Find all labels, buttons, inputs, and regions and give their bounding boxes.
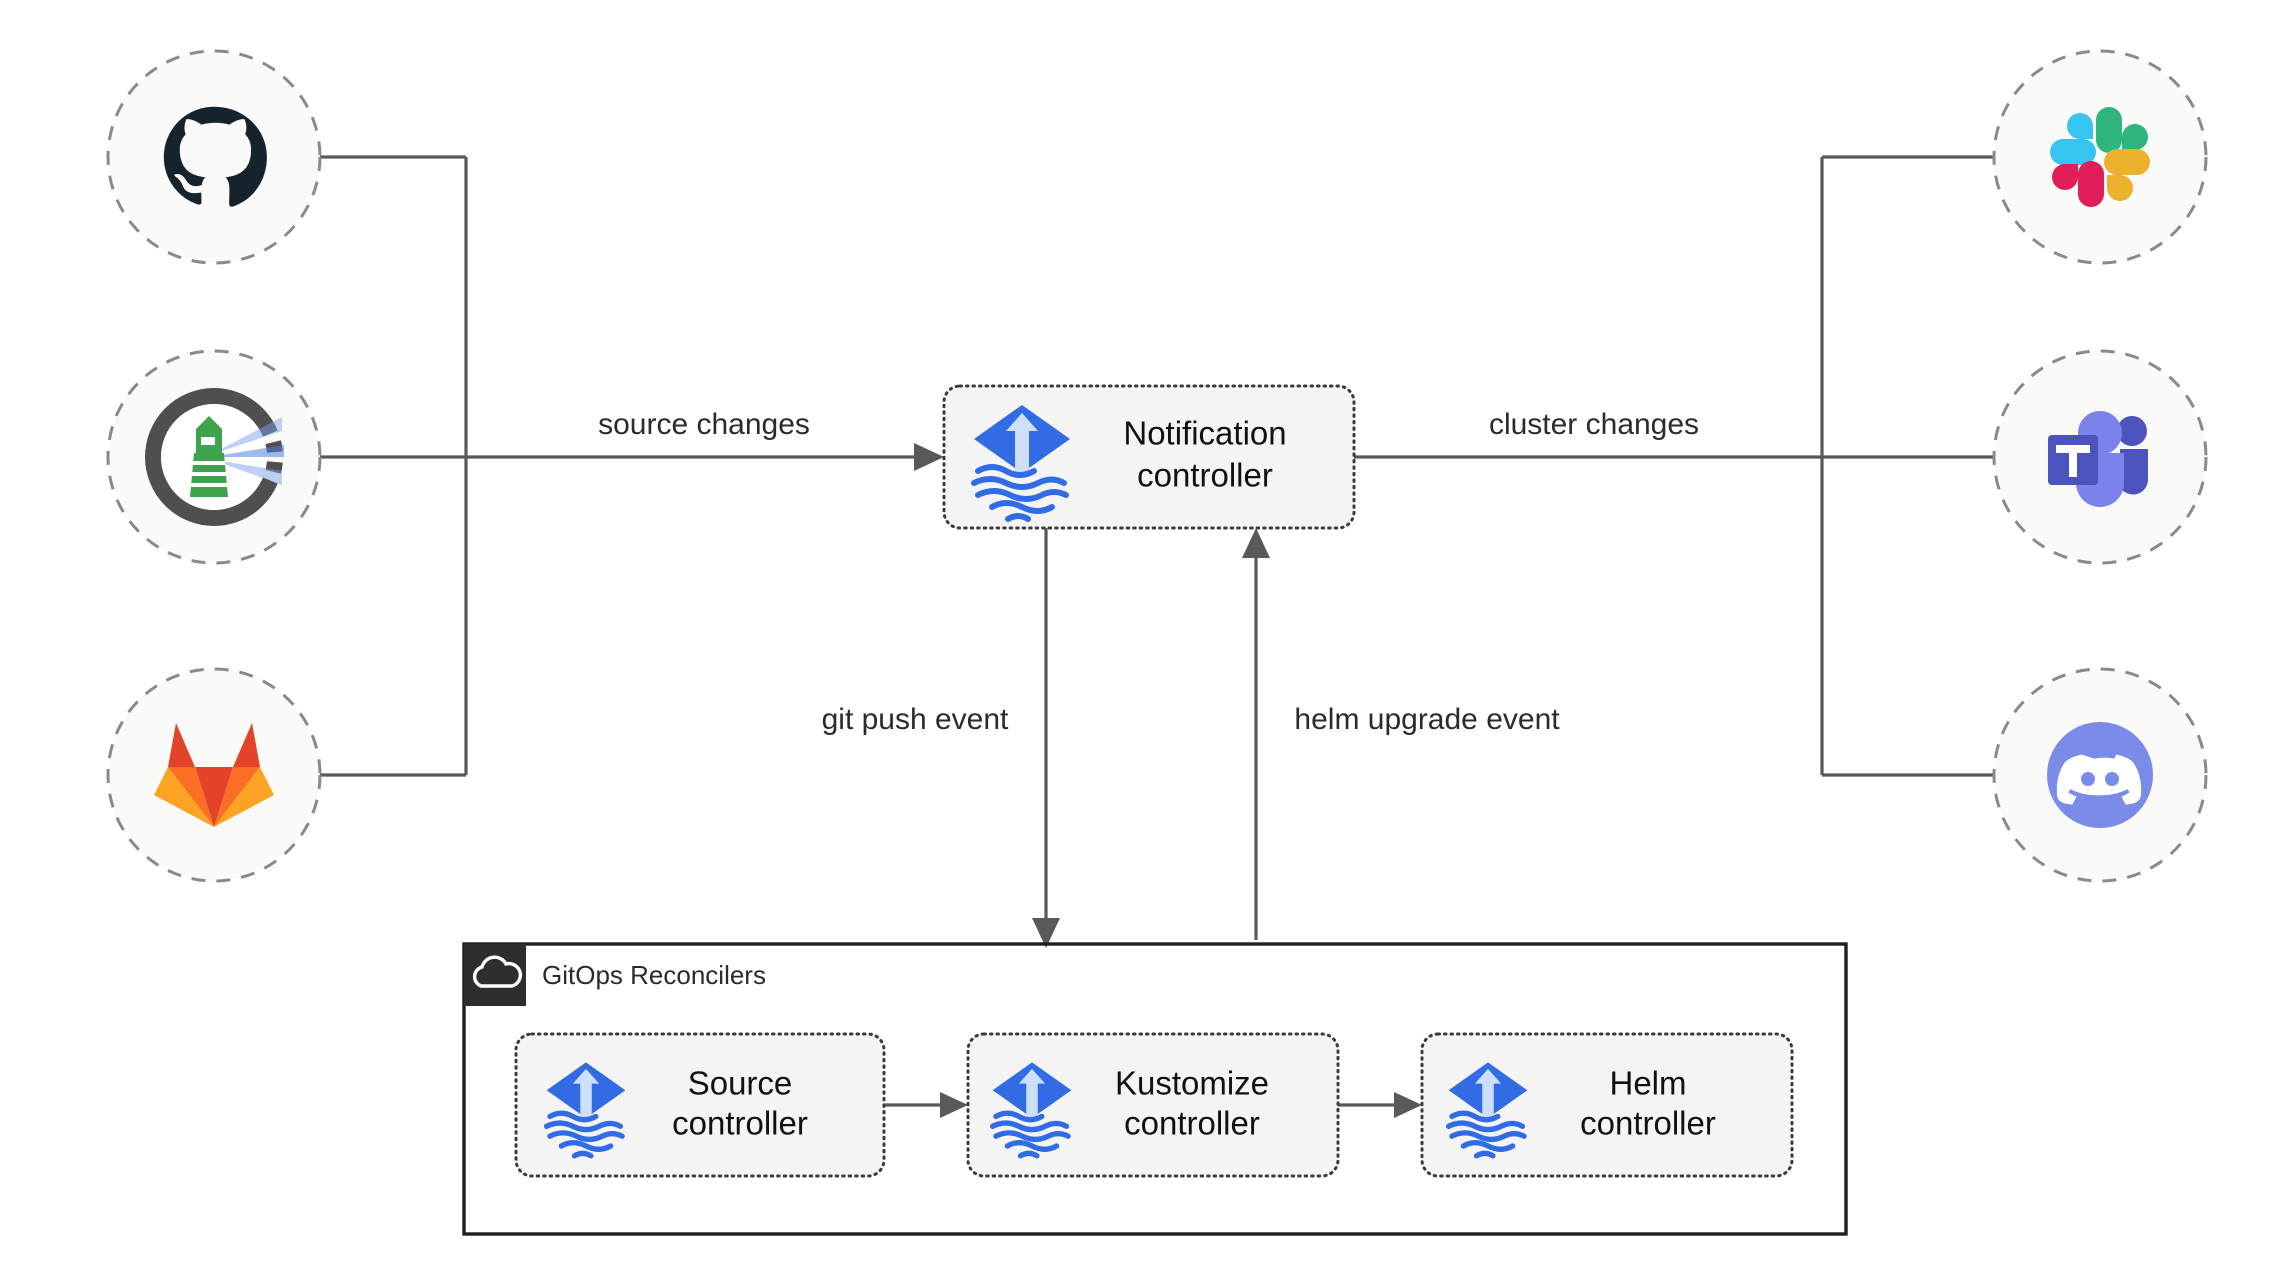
helm-controller-box <box>1420 1032 1794 1178</box>
flux-controller-icon <box>971 405 1070 522</box>
source-node-github[interactable] <box>106 49 322 265</box>
source-node-flux[interactable] <box>106 349 322 565</box>
edge-label-source-changes: source changes <box>598 408 810 441</box>
destination-node-discord[interactable] <box>1992 667 2208 883</box>
flux-controller-icon <box>1445 1062 1528 1159</box>
github-icon <box>163 106 267 207</box>
controller-node-kustomize[interactable]: Kustomize controller <box>966 1032 1340 1178</box>
gitlab-icon <box>154 723 274 827</box>
kustomize-controller-box <box>966 1032 1340 1178</box>
cloud-icon <box>472 955 523 988</box>
slack-icon <box>2050 107 2150 207</box>
edge-notification-to-destinations <box>1354 143 2074 789</box>
helm-controller-label-line2: controller <box>1580 1105 1716 1142</box>
edge-label-helm-upgrade-event: helm upgrade event <box>1294 703 1560 736</box>
teams-icon <box>2048 411 2149 507</box>
discord-icon <box>2047 722 2153 828</box>
edge-kustomize-to-helm <box>1338 1092 1422 1118</box>
edge-helm-upgrade-event <box>1242 528 1270 940</box>
destination-node-slack[interactable] <box>1992 49 2208 265</box>
controller-node-helm[interactable]: Helm controller <box>1420 1032 1794 1178</box>
edge-sources-to-notification <box>214 155 944 777</box>
source-controller-label-line2: controller <box>672 1105 808 1142</box>
edge-label-cluster-changes: cluster changes <box>1489 408 1699 441</box>
controller-node-source[interactable]: Source controller <box>514 1032 886 1178</box>
kustomize-controller-label-line2: controller <box>1124 1105 1260 1142</box>
flux-icon <box>145 388 288 526</box>
destination-node-teams[interactable] <box>1992 349 2208 565</box>
source-controller-box <box>514 1032 886 1178</box>
flux-controller-icon <box>989 1062 1072 1159</box>
gitops-reconcilers-group: GitOps Reconcilers Source control <box>462 942 1848 1236</box>
notification-controller-label-line2: controller <box>1137 457 1273 494</box>
slack-node-circle <box>1992 49 2208 265</box>
notification-controller-node[interactable]: Notification controller <box>942 384 1356 530</box>
source-controller-label-line1: Source <box>688 1065 793 1102</box>
gitops-reconcilers-border <box>462 942 1848 1236</box>
notification-controller-label-line1: Notification <box>1123 415 1286 452</box>
gitops-reconcilers-title: GitOps Reconcilers <box>542 960 766 990</box>
helm-controller-label-line1: Helm <box>1609 1065 1686 1102</box>
kustomize-controller-label-line1: Kustomize <box>1115 1065 1269 1102</box>
github-node-circle <box>106 49 322 265</box>
source-node-gitlab[interactable] <box>106 667 322 883</box>
edge-source-to-kustomize <box>884 1092 968 1118</box>
flux-controller-icon <box>543 1062 626 1159</box>
edge-label-git-push-event: git push event <box>822 703 1009 736</box>
edge-git-push-event <box>1032 528 1060 948</box>
